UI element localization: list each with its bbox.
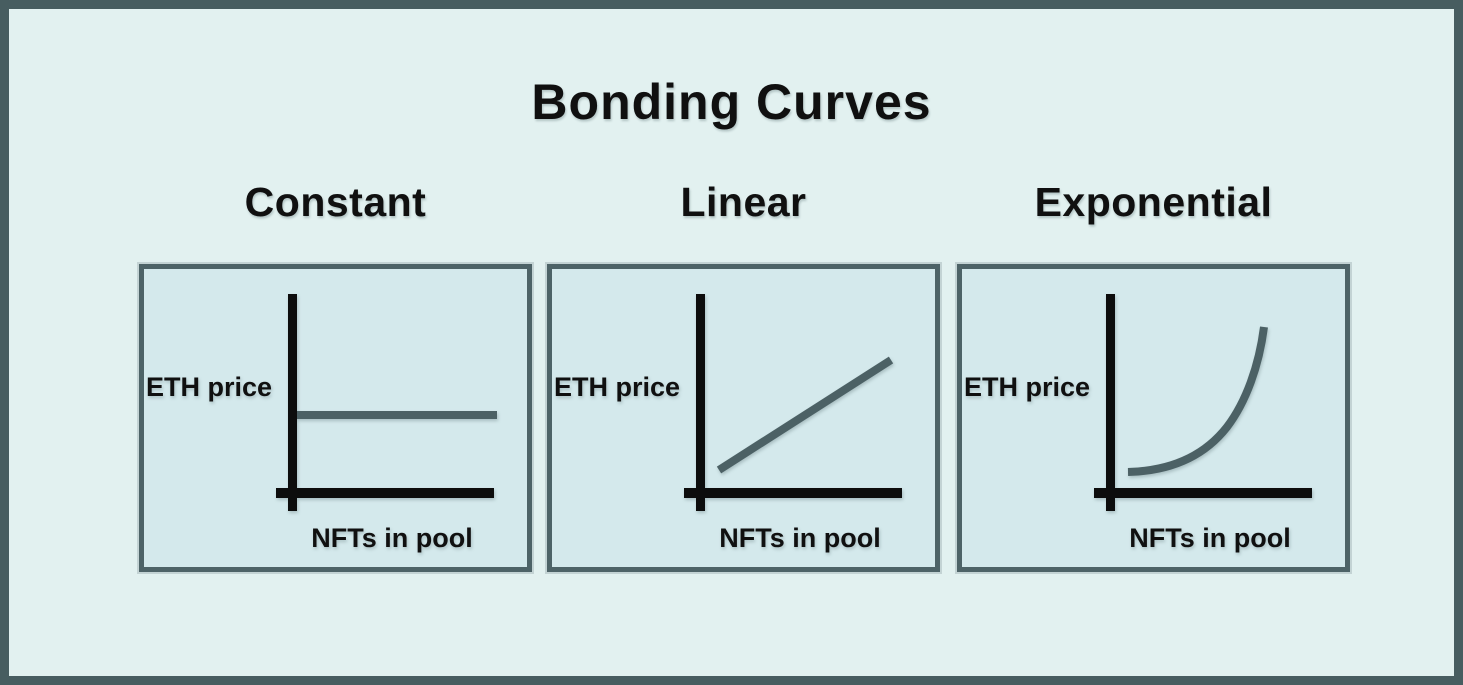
y-axis-label: ETH price: [964, 372, 1090, 402]
panel-linear: ETH price NFTs in pool: [547, 264, 940, 572]
y-axis-label: ETH price: [146, 372, 272, 402]
y-axis-label: ETH price: [554, 372, 680, 402]
panel-heading-constant: Constant: [244, 179, 427, 225]
curve-exponential: [1127, 326, 1268, 476]
x-axis-label: NFTs in pool: [1129, 523, 1290, 553]
x-axis-label: NFTs in pool: [311, 523, 472, 553]
curve-linear: [716, 356, 894, 474]
panel-constant: ETH price NFTs in pool: [139, 264, 532, 572]
chart-constant: ETH price NFTs in pool: [146, 294, 497, 553]
chart-exponential: ETH price NFTs in pool: [964, 294, 1312, 553]
chart-linear: ETH price NFTs in pool: [554, 294, 902, 553]
panel-heading-exponential: Exponential: [1034, 179, 1273, 225]
panel-exponential: ETH price NFTs in pool: [957, 264, 1350, 572]
diagram-title: Bonding Curves: [531, 74, 932, 130]
x-axis-label: NFTs in pool: [719, 523, 880, 553]
panel-heading-linear: Linear: [680, 179, 807, 225]
